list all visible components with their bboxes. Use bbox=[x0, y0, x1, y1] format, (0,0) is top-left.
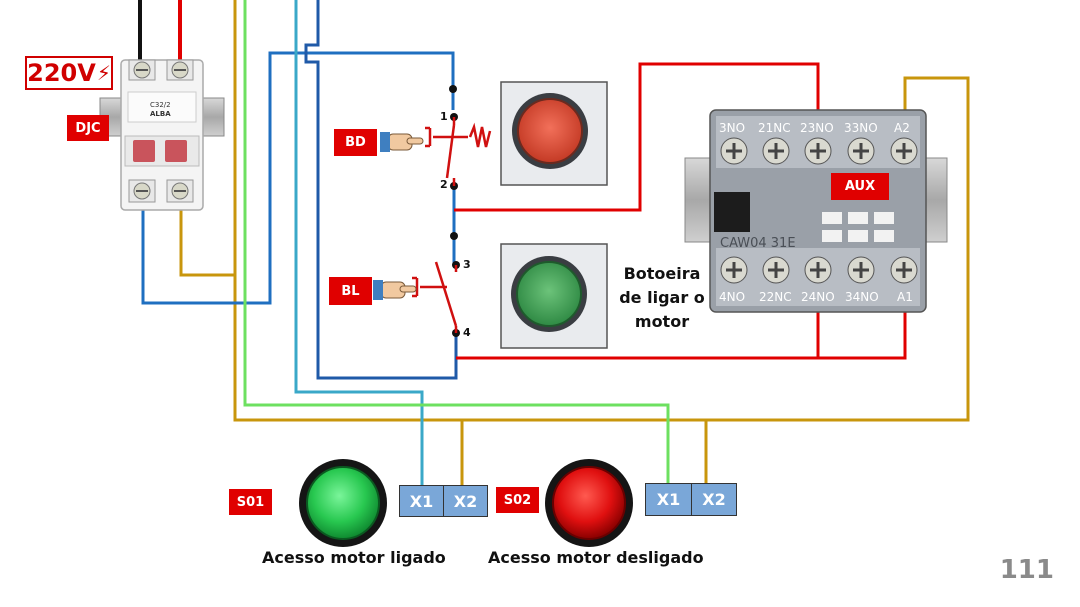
green-indicator-lamp bbox=[299, 459, 387, 547]
page-number: 111 bbox=[999, 555, 1054, 585]
start-button-tag: BL bbox=[329, 277, 372, 305]
voltage-label: 220V⚡ bbox=[25, 56, 113, 90]
lamp1-caption: Acesso motor ligado bbox=[262, 548, 446, 567]
stop-button-symbol bbox=[425, 117, 492, 186]
aux-model: CAW04 31E bbox=[720, 236, 796, 251]
stop-button-tag: BD bbox=[334, 129, 377, 156]
stop-pushbutton-photo bbox=[500, 81, 608, 186]
red-indicator-lamp bbox=[545, 459, 633, 547]
aux-tag: AUX bbox=[831, 173, 889, 200]
circuit-breaker bbox=[120, 59, 204, 211]
aux-contactor bbox=[684, 109, 948, 313]
contact-number: 2 bbox=[440, 178, 448, 191]
aux-terminal-label: 23NO bbox=[800, 121, 834, 135]
lamp2-caption: Acesso motor desligado bbox=[488, 548, 704, 567]
aux-terminal-label: 24NO bbox=[801, 290, 835, 304]
aux-terminal-label: 22NC bbox=[759, 290, 792, 304]
start-button-symbol bbox=[412, 261, 458, 333]
lamp2-terminal-x2: X2 bbox=[691, 483, 737, 516]
contact-number: 1 bbox=[440, 110, 448, 123]
breaker-tag: DJC bbox=[67, 115, 109, 141]
contact-number: 3 bbox=[463, 258, 471, 271]
botoeira-label: Botoeira de ligar o motor bbox=[619, 264, 705, 331]
aux-terminal-label: 4NO bbox=[719, 290, 746, 304]
aux-terminal-label: 21NC bbox=[758, 121, 791, 135]
aux-terminal-label: 34NO bbox=[845, 290, 879, 304]
lamp1-terminal-x1: X1 bbox=[399, 485, 444, 517]
lamp1-tag: S01 bbox=[229, 489, 272, 515]
aux-terminal-label: 3NO bbox=[719, 121, 746, 135]
pointing-hand-icon bbox=[380, 132, 424, 152]
start-pushbutton-photo bbox=[500, 243, 608, 349]
aux-terminal-label: A2 bbox=[894, 121, 910, 135]
lightning-icon: ⚡ bbox=[96, 61, 111, 85]
contact-number: 4 bbox=[463, 326, 471, 339]
aux-terminal-label: A1 bbox=[897, 290, 913, 304]
aux-terminal-label: 33NO bbox=[844, 121, 878, 135]
breaker-model: C32/2 bbox=[150, 101, 171, 109]
lamp2-tag: S02 bbox=[496, 487, 539, 513]
lamp1-terminal-x2: X2 bbox=[443, 485, 488, 517]
pointing-hand-icon bbox=[373, 280, 417, 300]
lamp2-terminal-x1: X1 bbox=[645, 483, 692, 516]
breaker-brand: ALBA bbox=[150, 110, 171, 118]
